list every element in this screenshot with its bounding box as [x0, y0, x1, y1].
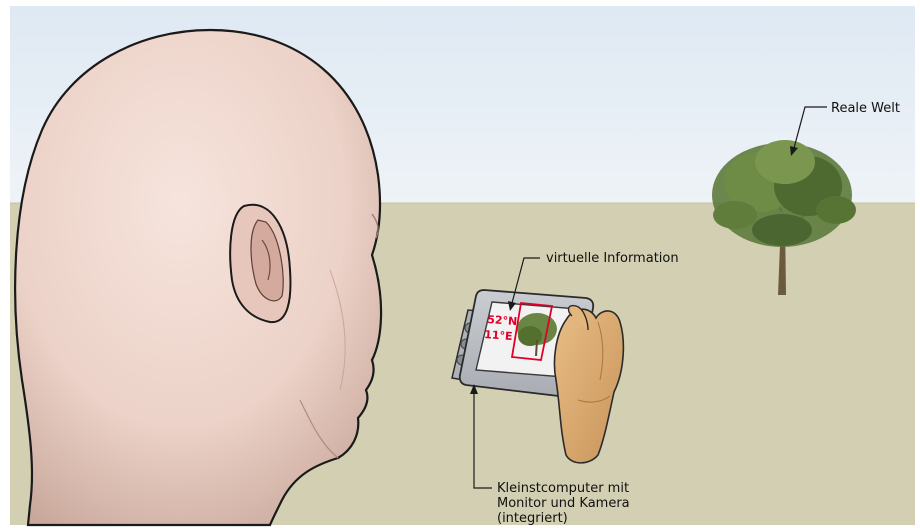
latitude-overlay: 52°N	[487, 313, 518, 328]
human-head	[15, 30, 381, 525]
screen-tree-trunk	[536, 340, 537, 356]
virtual-info-label: virtuelle Information	[546, 251, 679, 266]
tree-foliage	[816, 196, 856, 224]
real-world-label: Reale Welt	[831, 101, 900, 116]
tree-foliage	[755, 140, 815, 184]
device-label-line: Kleinstcomputer mit	[497, 481, 630, 496]
tree-foliage	[713, 201, 757, 229]
device-label: Kleinstcomputer mit Monitor und Kamera (…	[497, 481, 630, 526]
head-outline	[15, 30, 381, 525]
tree-foliage	[752, 214, 812, 246]
screen-tree-image	[518, 326, 542, 346]
device-label-line: Monitor und Kamera	[497, 496, 630, 511]
device-label-line: (integriert)	[497, 511, 630, 526]
longitude-overlay: 11°E	[484, 328, 513, 343]
